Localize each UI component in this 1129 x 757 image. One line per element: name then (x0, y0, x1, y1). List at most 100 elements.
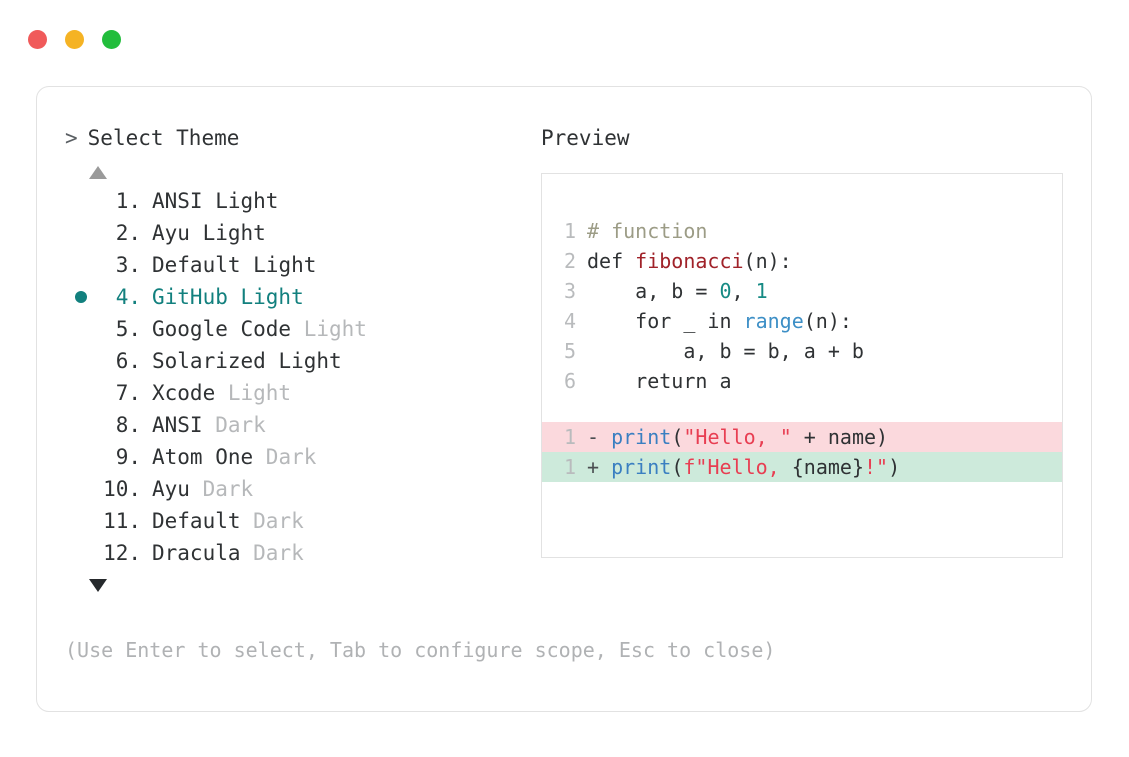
theme-list-item[interactable]: 3. Default Light (65, 249, 539, 281)
code-line: 1 # function (542, 216, 1062, 246)
theme-item-name: Google Code (152, 317, 292, 341)
theme-item-variant: Light (189, 221, 266, 245)
theme-item-index: 5. (115, 317, 141, 341)
code-text: + print(f"Hello, {name}!") (587, 452, 900, 482)
diff-marker: - (587, 425, 612, 449)
code-line: 4 for _ in range(n): (542, 306, 1062, 336)
code-text: return a (587, 366, 732, 396)
theme-item-index: 1. (115, 189, 141, 213)
code-token: (n): (803, 309, 852, 333)
theme-list-item[interactable]: 12.Dracula Dark (65, 537, 539, 569)
theme-item-index: 6. (115, 349, 141, 373)
code-spacer (542, 396, 1062, 422)
code-token: a, b = b, a + b (587, 339, 864, 363)
code-token: return a (587, 369, 732, 393)
code-token: 1 (755, 279, 768, 303)
window-traffic-lights (28, 30, 121, 49)
theme-item-index: 4. (115, 285, 141, 309)
code-token: ( (671, 425, 684, 449)
code-token: print (611, 425, 672, 449)
theme-item-variant: Dark (240, 509, 304, 533)
theme-item-index: 7. (115, 381, 141, 405)
theme-item-index: 3. (115, 253, 141, 277)
theme-list-item[interactable]: 6. Solarized Light (65, 345, 539, 377)
line-number: 3 (563, 279, 576, 303)
theme-list-item[interactable]: 8. ANSI Dark (65, 409, 539, 441)
code-token: ( (671, 455, 684, 479)
scroll-up-arrow-icon[interactable] (89, 166, 107, 179)
code-token: "Hello, " (683, 425, 792, 449)
diff-line: 1 + print(f"Hello, {name}!") (542, 452, 1062, 482)
theme-item-index: 2. (115, 221, 141, 245)
theme-item-index: 10. (103, 477, 141, 501)
code-token: a, b = (587, 279, 720, 303)
selection-indicator-slot (65, 291, 97, 303)
theme-list-item[interactable]: 2. Ayu Light (65, 217, 539, 249)
theme-item-name: Xcode (152, 381, 216, 405)
theme-item-name: Ayu (152, 477, 190, 501)
code-token: {name} (791, 455, 864, 479)
theme-item-name: Default (152, 253, 241, 277)
line-number: 6 (563, 369, 576, 393)
scroll-down-arrow-icon[interactable] (89, 579, 107, 592)
theme-item-name: Ayu (152, 221, 190, 245)
theme-item-name: GitHub (152, 285, 228, 309)
theme-item-index: 12. (103, 541, 141, 565)
code-token: 0 (719, 279, 732, 303)
theme-item-index: 11. (103, 509, 141, 533)
code-token: f"Hello, (683, 455, 792, 479)
prompt-caret-icon: > (65, 126, 78, 150)
theme-list-item[interactable]: 9.Atom One Dark (65, 441, 539, 473)
theme-item-name: ANSI (152, 189, 203, 213)
line-number: 5 (563, 339, 576, 363)
diff-marker: + (587, 455, 612, 479)
code-text: # function (587, 216, 707, 246)
theme-list-item[interactable]: 1.ANSI Light (65, 185, 539, 217)
code-text: a, b = b, a + b (587, 336, 864, 366)
theme-item-variant: Light (291, 317, 367, 341)
theme-item-variant: Light (227, 285, 304, 309)
code-token: , (731, 279, 756, 303)
code-text: - print("Hello, " + name) (587, 422, 888, 452)
code-token: for _ in (587, 309, 744, 333)
theme-list-item[interactable]: 5. Google Code Light (65, 313, 539, 345)
line-number: 1 (563, 455, 576, 479)
theme-item-name: ANSI (152, 413, 203, 437)
maximize-window-button[interactable] (102, 30, 121, 49)
code-token: ) (888, 455, 901, 479)
code-token: + name) (791, 425, 889, 449)
line-number: 1 (563, 219, 576, 243)
code-text: for _ in range(n): (587, 306, 852, 336)
theme-item-variant: Dark (202, 413, 266, 437)
theme-item-name: Dracula (152, 541, 241, 565)
code-token: range (743, 309, 804, 333)
theme-list-item[interactable]: 11. Default Dark (65, 505, 539, 537)
theme-list-item[interactable]: 7. Xcode Light (65, 377, 539, 409)
line-number: 1 (563, 425, 576, 449)
keyboard-hint: (Use Enter to select, Tab to configure s… (65, 638, 776, 662)
theme-item-name: Default (152, 509, 241, 533)
theme-item-variant: Light (265, 349, 342, 373)
theme-item-index: 8. (115, 413, 141, 437)
theme-item-variant: Light (240, 253, 317, 277)
theme-item-name: Solarized (152, 349, 266, 373)
theme-list-item[interactable]: 4. GitHub Light (65, 281, 539, 313)
close-window-button[interactable] (28, 30, 47, 49)
selected-bullet-icon (75, 291, 87, 303)
code-token: def (587, 249, 636, 273)
theme-item-variant: Dark (189, 477, 254, 501)
theme-item-variant: Light (215, 381, 292, 405)
code-line: 5 a, b = b, a + b (542, 336, 1062, 366)
code-token: (n): (743, 249, 792, 273)
theme-list-item[interactable]: 10. Ayu Dark (65, 473, 539, 505)
code-token: !" (863, 455, 889, 479)
minimize-window-button[interactable] (65, 30, 84, 49)
code-line: 6 return a (542, 366, 1062, 396)
